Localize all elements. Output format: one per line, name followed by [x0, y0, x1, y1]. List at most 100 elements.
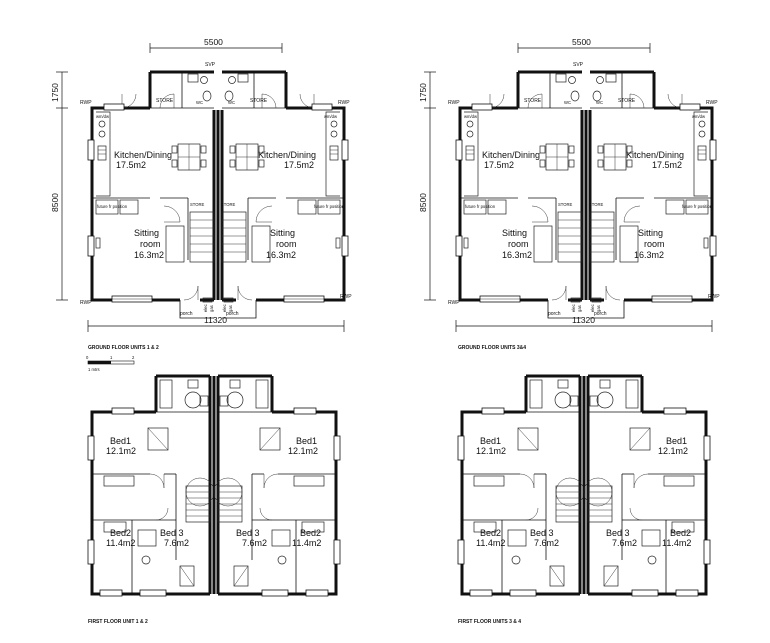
sitting-name: Sitting [270, 228, 295, 238]
rwp-label: RWP [340, 294, 352, 300]
kitchen-name: Kitchen/Dining [626, 150, 684, 160]
dimension-depth-label: 8500 [50, 193, 60, 212]
bed2-area: 11.4m2 [106, 538, 135, 548]
drawing-title: GROUND FLOOR UNITS 3&4 [458, 345, 526, 351]
rwp-label: RWP [80, 100, 92, 106]
kitchen-area: 17.5m2 [484, 160, 514, 170]
appliance-label: wm/dw [692, 114, 706, 119]
bed1-name: Bed1 [480, 436, 501, 446]
dimension-overall-width-label: 11320 [204, 315, 227, 325]
fridge-label: future fr position [97, 204, 128, 209]
meter-label: gas [228, 305, 233, 312]
sitting-name: room [508, 239, 529, 249]
dimension-overall-width-label: 11320 [572, 315, 595, 325]
appliance-label: wm/dw [324, 114, 338, 119]
bed3-name: Bed 3 [606, 528, 630, 538]
sitting-name: room [276, 239, 297, 249]
sitting-area: 16.3m2 [502, 250, 532, 260]
scale-bar-unit: 1 mtrs [88, 367, 100, 372]
drawing-title: GROUND FLOOR UNITS 1 & 2 [88, 345, 159, 351]
meter-label: elec [203, 304, 208, 312]
bed2-name: Bed2 [670, 528, 691, 538]
sitting-name: Sitting [638, 228, 663, 238]
bed1-area: 12.1m2 [658, 446, 688, 456]
porch-label: porch [594, 311, 607, 317]
kitchen-area: 17.5m2 [116, 160, 146, 170]
bed2-name: Bed2 [480, 528, 501, 538]
appliance-label: wm/dw [464, 114, 478, 119]
dimension-depth-label: 8500 [418, 193, 428, 212]
appliance-label: wm/dw [96, 114, 110, 119]
sitting-name: room [140, 239, 161, 249]
scale-bar-tick: 2 [132, 355, 135, 360]
bed2-area: 11.4m2 [292, 538, 321, 548]
store-label: STORE [190, 202, 205, 207]
store-label: STORE [524, 98, 542, 104]
rwp-label: RWP [80, 300, 92, 306]
bed1-area: 12.1m2 [106, 446, 136, 456]
dimension-unit-width-label: 5500 [204, 37, 223, 47]
svp-label: SVP [573, 62, 584, 68]
scale-bar-tick: 0 [86, 355, 89, 360]
sitting-name: Sitting [134, 228, 159, 238]
kitchen-name: Kitchen/Dining [114, 150, 172, 160]
dimension-depth [56, 71, 68, 301]
rwp-label: RWP [448, 300, 460, 306]
drawing-title: FIRST FLOOR UNITS 3 & 4 [458, 619, 521, 625]
kitchen-area: 17.5m2 [284, 160, 314, 170]
bed2-name: Bed2 [110, 528, 131, 538]
meter-label: gas [577, 305, 582, 312]
sitting-area: 16.3m2 [634, 250, 664, 260]
fridge-label: future fr position [465, 204, 496, 209]
dimension-rear-label: 1750 [50, 83, 60, 102]
bed1-area: 12.1m2 [476, 446, 506, 456]
wc-label: WC [564, 100, 571, 105]
bed3-area: 7.6m2 [242, 538, 267, 548]
sitting-area: 16.3m2 [266, 250, 296, 260]
sitting-area: 16.3m2 [134, 250, 164, 260]
wc-label: WC [196, 100, 203, 105]
drawing-title: FIRST FLOOR UNIT 1 & 2 [88, 619, 148, 625]
sitting-name: Sitting [502, 228, 527, 238]
store-label: STORE [558, 202, 573, 207]
bed3-area: 7.6m2 [612, 538, 637, 548]
scale-bar-tick: 1 [110, 355, 113, 360]
sitting-name: room [644, 239, 665, 249]
scale-bar [87, 360, 135, 365]
kitchen-name: Kitchen/Dining [482, 150, 540, 160]
store-label: STORE [589, 202, 604, 207]
bed1-name: Bed1 [666, 436, 687, 446]
fridge-label: future fr position [314, 204, 345, 209]
porch-label: porch [548, 311, 561, 317]
rwp-label: RWP [708, 294, 720, 300]
rwp-label: RWP [338, 100, 350, 106]
wc-label: WC [596, 100, 603, 105]
dimension-unit-width-label: 5500 [572, 37, 591, 47]
dimension-depth [424, 71, 436, 301]
first-floor-plan-b: Bed1 12.1m2 Bed1 12.1m2 Bed2 11.4m2 Bed2… [456, 374, 712, 625]
bed1-name: Bed1 [296, 436, 317, 446]
meter-label: elec [222, 304, 227, 312]
ground-floor-plan-b: 11320 5500 8500 1750 SVP RWP RWP RWP RWP… [418, 37, 720, 351]
wc-label: WC [228, 100, 235, 105]
meter-label: elec [571, 304, 576, 312]
bed2-area: 11.4m2 [662, 538, 691, 548]
dimension-overall-width [455, 320, 713, 332]
store-label: STORE [618, 98, 636, 104]
dimension-overall-width [87, 320, 345, 332]
dimension-unit-width [149, 43, 283, 53]
kitchen-name: Kitchen/Dining [258, 150, 316, 160]
bed3-name: Bed 3 [236, 528, 260, 538]
bed3-area: 7.6m2 [534, 538, 559, 548]
bed2-area: 11.4m2 [476, 538, 505, 548]
bed2-name: Bed2 [300, 528, 321, 538]
fridge-label: future fr position [682, 204, 713, 209]
store-label: STORE [250, 98, 268, 104]
bed3-name: Bed 3 [160, 528, 184, 538]
store-label: STORE [156, 98, 174, 104]
first-floor-plan-a: Bed1 12.1m2 Bed1 12.1m2 Bed2 11.4m2 Bed2… [86, 374, 342, 625]
dimension-unit-width [517, 43, 651, 53]
bed3-area: 7.6m2 [164, 538, 189, 548]
bed1-name: Bed1 [110, 436, 131, 446]
